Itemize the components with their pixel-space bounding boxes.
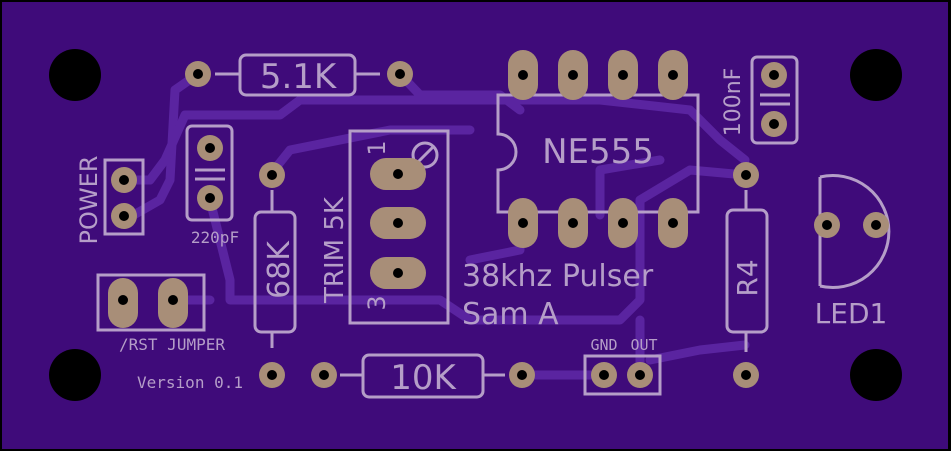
title-line2: Sam A: [462, 297, 559, 332]
ic-label: NE555: [542, 132, 654, 172]
mounting-holes: [49, 49, 902, 401]
r4-label: R4: [731, 259, 764, 296]
capacitor-100nf: 100nF: [721, 55, 799, 145]
r-left-label: 68K: [262, 240, 297, 299]
trimpot: TRIM 5K 1 3: [320, 129, 450, 325]
version-label: Version 0.1: [137, 373, 243, 392]
ic-ne555: NE555: [496, 50, 700, 248]
led-label: LED1: [815, 297, 888, 330]
power-label: POWER: [75, 156, 103, 245]
rst-jumper: /RST JUMPER: [96, 273, 225, 354]
title-line1: 38khz Pulser: [462, 259, 654, 294]
cap-left-label: 220pF: [191, 228, 239, 247]
resistor-68k: 68K: [253, 162, 297, 388]
capacitor-220pf: 220pF: [185, 124, 239, 247]
trim-pin3-label: 3: [363, 295, 391, 310]
output-header: GND OUT: [583, 336, 662, 396]
trim-label: TRIM 5K: [320, 196, 350, 304]
r-bottom-label: 10K: [390, 358, 457, 398]
cap-top-label: 100nF: [721, 68, 746, 137]
resistor-r4: R4: [725, 162, 769, 388]
out-label: OUT: [630, 336, 657, 354]
resistor-10k: 10K: [311, 353, 535, 399]
ic-pads: [508, 50, 688, 248]
resistor-5k1: 5.1K: [185, 53, 413, 97]
power-header: POWER: [75, 156, 145, 245]
led1: LED1: [814, 174, 891, 330]
jumper-label: /RST JUMPER: [119, 335, 225, 354]
trim-pin1-label: 1: [363, 140, 391, 155]
gnd-label: GND: [590, 336, 617, 354]
r-top-label: 5.1K: [260, 57, 338, 97]
